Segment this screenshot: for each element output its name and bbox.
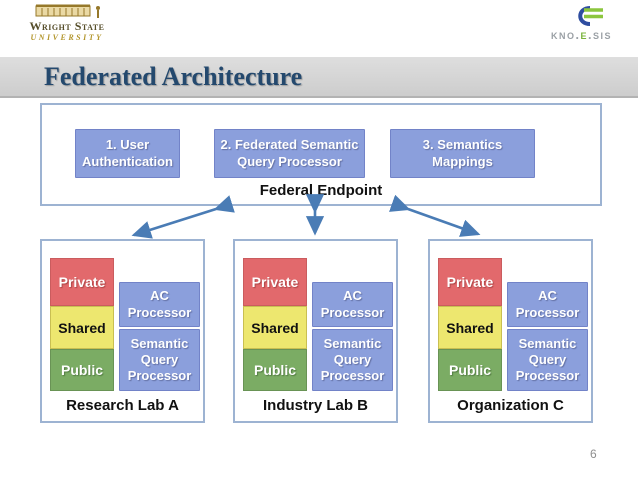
ac-processor-box: AC Processor: [119, 282, 200, 327]
ac-processor-box: AC Processor: [312, 282, 393, 327]
federal-endpoint-label: Federal Endpoint: [259, 182, 383, 199]
user-authentication-label: 1. User Authentication: [82, 137, 173, 169]
knoesis-logo: kno.e.sis: [502, 5, 612, 42]
slide-title: Federated Architecture: [44, 61, 303, 91]
knoesis-mark-icon: [578, 6, 603, 26]
wright-state-building-icon: [35, 4, 100, 18]
federated-semantic-query-processor-label: 2. Federated Semantic Query Processor: [220, 137, 359, 169]
semantics-mappings-label: 3. Semantics Mappings: [422, 137, 503, 169]
zone-private-box: Private: [243, 258, 307, 306]
lab-name-label: Industry Lab B: [262, 397, 368, 414]
zone-shared-box: Shared: [243, 306, 307, 349]
wright-state-university-label: UNIVERSITY: [30, 33, 104, 43]
user-authentication-box: 1. User Authentication: [75, 129, 180, 178]
zone-private-box: Private: [50, 258, 114, 306]
semantic-query-processor-box: Semantic Query Processor: [119, 329, 200, 391]
lab-research-lab-a: Private Shared Public AC Processor Seman…: [40, 239, 205, 423]
arrow-left-icon: [131, 195, 235, 239]
zone-public-box: Public: [50, 349, 114, 391]
zone-private-box: Private: [438, 258, 502, 306]
lab-organization-c: Private Shared Public AC Processor Seman…: [428, 239, 593, 423]
zone-shared-box: Shared: [438, 306, 502, 349]
semantics-mappings-box: 3. Semantics Mappings: [390, 129, 535, 178]
zone-public-box: Public: [243, 349, 307, 391]
knoesis-wordmark: kno.e.sis: [551, 28, 612, 42]
ac-processor-box: AC Processor: [507, 282, 588, 327]
lab-name-label: Research Lab A: [66, 397, 179, 414]
page-number: 6: [590, 447, 597, 461]
lab-industry-lab-b: Private Shared Public AC Processor Seman…: [233, 239, 398, 423]
semantic-query-processor-box: Semantic Query Processor: [312, 329, 393, 391]
lab-name-label: Organization C: [457, 397, 564, 414]
wright-state-name: Wright State: [29, 19, 105, 33]
zone-public-box: Public: [438, 349, 502, 391]
federated-semantic-query-processor-box: 2. Federated Semantic Query Processor: [214, 129, 365, 178]
arrow-right-icon: [389, 194, 481, 237]
semantic-query-processor-box: Semantic Query Processor: [507, 329, 588, 391]
title-bar: Federated Architecture: [0, 57, 638, 98]
wright-state-logo: Wright State UNIVERSITY: [12, 3, 122, 43]
federal-endpoint-container: 1. User Authentication 2. Federated Sema…: [40, 103, 602, 206]
zone-shared-box: Shared: [50, 306, 114, 349]
